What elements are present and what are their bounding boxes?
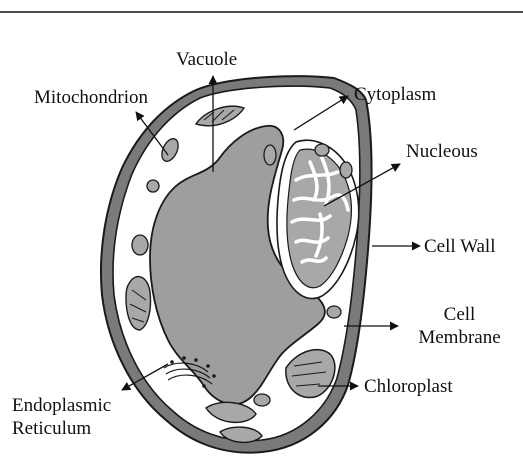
organelle-left-3: [132, 235, 148, 255]
label-chloroplast: Chloroplast: [364, 375, 453, 398]
organelle-right-1: [264, 145, 276, 165]
label-er-line1: Endoplasmic: [12, 394, 111, 417]
label-mitochondrion: Mitochondrion: [34, 86, 148, 109]
label-vacuole: Vacuole: [176, 48, 237, 71]
label-cell-membrane-line2: Membrane: [402, 326, 517, 349]
label-er-line2: Reticulum: [12, 417, 111, 440]
organelle-right-3: [340, 162, 352, 178]
organelle-left-4: [126, 277, 151, 330]
label-cell-wall: Cell Wall: [424, 235, 495, 258]
organelle-right-4: [327, 306, 341, 318]
label-cell-membrane: Cell Membrane: [402, 303, 517, 349]
label-cell-membrane-line1: Cell: [402, 303, 517, 326]
organelle-bottom-1: [254, 394, 270, 406]
organelle-right-2: [315, 144, 329, 156]
label-endoplasmic-reticulum: Endoplasmic Reticulum: [12, 394, 111, 440]
label-cytoplasm: Cytoplasm: [354, 83, 436, 106]
organelle-left-2: [147, 180, 159, 192]
label-nucleous: Nucleous: [406, 140, 478, 163]
